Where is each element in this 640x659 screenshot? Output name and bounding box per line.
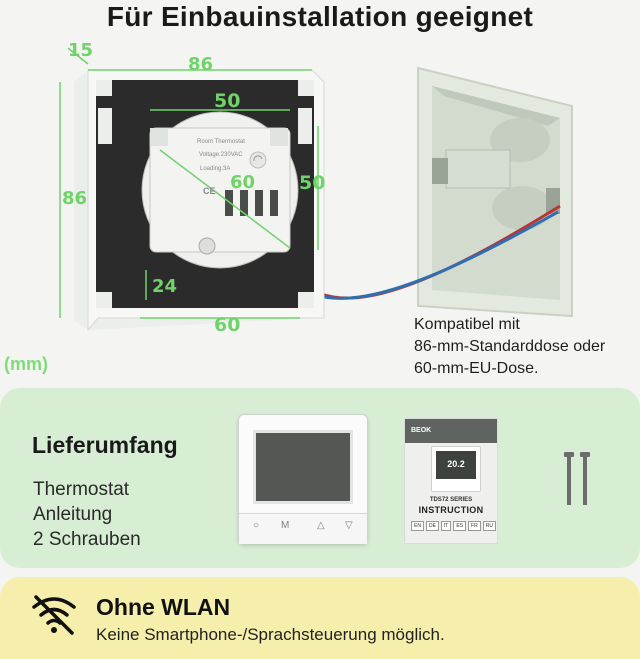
delivery-title: Lieferumfang	[32, 432, 178, 458]
dim-depth-label: 15	[68, 40, 94, 61]
dim-width-label: 86	[188, 54, 214, 75]
device-label-line2: Voltage:230VAC	[199, 152, 243, 158]
delivery-item: 2 Schrauben	[33, 529, 141, 550]
dim-inner-width-label: 50	[214, 90, 241, 112]
manual-thermostat-picture: 20.2	[431, 446, 481, 492]
language-badge: FR	[468, 521, 481, 531]
unit-label: (mm)	[4, 354, 48, 374]
power-button-icon: ○	[253, 520, 260, 531]
down-button-icon: ▽	[345, 520, 353, 531]
delivery-item: Anleitung	[33, 504, 113, 525]
wall-box	[417, 66, 573, 318]
compatibility-line3: 60-mm-EU-Dose.	[414, 360, 539, 377]
installation-illustration	[59, 47, 573, 332]
dim-module-depth-label: 24	[152, 276, 178, 297]
manual-languages: EN DE IT ES FR RU	[411, 521, 496, 531]
relay-module	[141, 111, 299, 269]
language-badge: EN	[411, 521, 424, 531]
no-wifi-title: Ohne WLAN	[96, 594, 231, 620]
compatibility-line1: Kompatibel mit	[414, 316, 520, 333]
compatibility-note: Kompatibel mit 86-mm-Standarddose oder 6…	[414, 314, 640, 380]
thermostat-display	[253, 430, 353, 504]
dim-bottom-width-label: 60	[214, 314, 241, 336]
language-badge: DE	[425, 521, 439, 531]
up-button-icon: △	[317, 520, 325, 531]
language-badge: RU	[482, 521, 496, 531]
instruction-manual-image: BEOK 20.2 TDS72 SERIES INSTRUCTION EN DE…	[404, 418, 498, 544]
language-badge: IT	[440, 521, 452, 531]
manual-series: TDS72 SERIES	[429, 497, 473, 503]
device-label-line3: Loading:3A	[200, 166, 231, 172]
dim-diameter-label: 60	[230, 172, 256, 193]
mode-button-icon: M	[281, 520, 290, 531]
delivery-contents-panel: Lieferumfang Thermostat Anleitung 2 Schr…	[0, 388, 640, 568]
language-badge: ES	[453, 521, 467, 531]
no-wifi-description: Keine Smartphone-/Sprachsteuerung möglic…	[96, 625, 445, 644]
no-wifi-panel: Ohne WLAN Keine Smartphone-/Sprachsteuer…	[0, 577, 640, 659]
no-wifi-icon	[32, 595, 76, 635]
dim-height-label: 86	[62, 188, 88, 209]
compatibility-line2: 86-mm-Standarddose oder	[414, 338, 606, 355]
manual-screen-time: 20.2	[447, 459, 465, 469]
device-label-line1: Room Thermostat	[197, 139, 245, 145]
page-title: Für Einbauinstallation geeignet	[106, 1, 534, 32]
thermostat-button-bar: ○ M △ ▽	[239, 513, 367, 544]
thermostat-product-image: ○ M △ ▽	[238, 414, 368, 544]
delivery-item: Thermostat	[33, 479, 130, 500]
manual-brand: BEOK	[405, 419, 497, 443]
dim-inner-height-label: 50	[299, 172, 326, 194]
ce-mark: CE	[203, 186, 216, 196]
screws-image	[564, 452, 590, 505]
manual-title: INSTRUCTION	[418, 505, 484, 515]
